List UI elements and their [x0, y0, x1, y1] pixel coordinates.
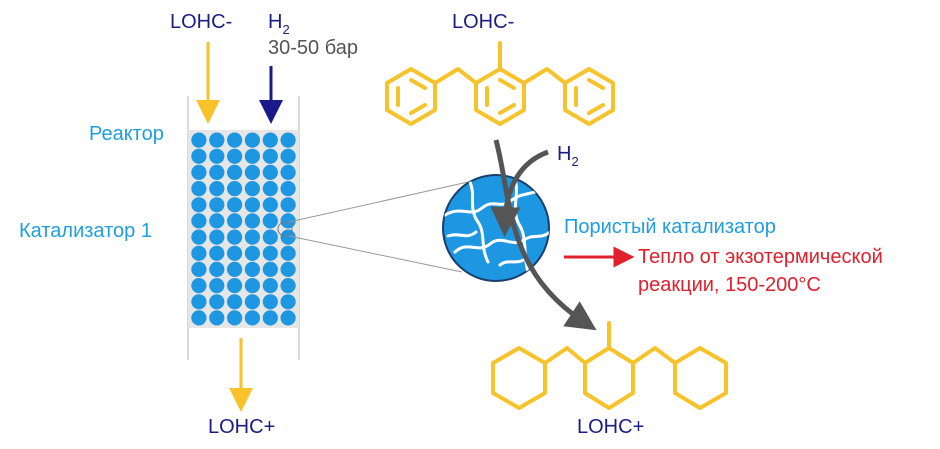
catalyst-bead: [227, 261, 243, 277]
catalyst-bead: [191, 229, 207, 245]
catalyst-bead: [262, 132, 278, 148]
catalyst-bead: [280, 261, 296, 277]
catalyst-bead: [280, 132, 296, 148]
catalyst-bead: [262, 164, 278, 180]
reactor-product-label: LOHC+: [208, 416, 275, 438]
catalyst-bead: [209, 213, 225, 229]
catalyst-bead: [280, 213, 296, 229]
catalyst-bed: [191, 132, 296, 326]
catalyst-bead: [244, 197, 260, 213]
catalyst-bead: [262, 294, 278, 310]
reactor-feed-lohc-label: LOHC-: [170, 11, 232, 33]
zoom-line-bottom: [288, 235, 463, 273]
catalyst-bead: [280, 181, 296, 197]
catalyst-bead: [209, 229, 225, 245]
catalyst-bead: [262, 310, 278, 326]
catalyst-bead: [262, 213, 278, 229]
catalyst-bead: [262, 278, 278, 294]
zoom-source-bead: [277, 221, 293, 237]
catalyst-bead: [191, 148, 207, 164]
catalyst-bead: [191, 181, 207, 197]
catalyst-bead: [191, 164, 207, 180]
catalyst-bead: [262, 181, 278, 197]
catalyst-bead: [191, 294, 207, 310]
catalyst-bead: [244, 278, 260, 294]
catalyst-bead: [227, 148, 243, 164]
catalyst-bead: [227, 245, 243, 261]
catalyst-bead: [280, 197, 296, 213]
catalyst-bead: [280, 148, 296, 164]
catalyst-bead: [227, 278, 243, 294]
catalyst-bead: [227, 294, 243, 310]
molecule-top-label: LOHC-: [452, 11, 514, 33]
catalyst-bead: [191, 245, 207, 261]
catalyst-bead: [209, 181, 225, 197]
catalyst-bead: [262, 229, 278, 245]
catalyst-bead: [244, 148, 260, 164]
catalyst-bead: [280, 229, 296, 245]
catalyst-bead: [191, 310, 207, 326]
catalyst-bead: [280, 310, 296, 326]
catalyst-1-label: Катализатор 1: [19, 220, 152, 242]
catalyst-bead: [262, 197, 278, 213]
catalyst-bead: [209, 294, 225, 310]
catalyst-bead: [227, 229, 243, 245]
catalyst-bead: [244, 181, 260, 197]
catalyst-bead: [191, 278, 207, 294]
porous-catalyst-particle: [442, 174, 550, 282]
catalyst-bead: [209, 261, 225, 277]
reactor-feed-pressure: 30-50 бар: [268, 37, 358, 59]
molecule-bottom-label: LOHC+: [577, 416, 644, 438]
lohc-minus-molecule: [385, 41, 615, 126]
catalyst-bead: [280, 164, 296, 180]
catalyst-bead: [209, 164, 225, 180]
porous-catalyst-label: Пористый катализатор: [564, 216, 776, 238]
lohc-plus-molecule: [491, 321, 728, 410]
catalyst-bead: [244, 245, 260, 261]
reactor-label: Реактор: [89, 123, 164, 145]
catalyst-bead: [244, 164, 260, 180]
catalyst-bead: [209, 278, 225, 294]
catalyst-bead: [227, 164, 243, 180]
catalyst-bead: [244, 132, 260, 148]
catalyst-bead: [244, 229, 260, 245]
catalyst-bead: [244, 261, 260, 277]
catalyst-bead: [227, 132, 243, 148]
catalyst-bead: [209, 310, 225, 326]
catalyst-bead: [209, 148, 225, 164]
catalyst-bead: [209, 197, 225, 213]
catalyst-bead: [244, 294, 260, 310]
particle-h2-label: H2: [557, 143, 579, 169]
catalyst-bead: [191, 197, 207, 213]
catalyst-bead: [227, 197, 243, 213]
catalyst-bead: [244, 213, 260, 229]
catalyst-bead: [280, 294, 296, 310]
catalyst-bead: [209, 132, 225, 148]
catalyst-bead: [227, 213, 243, 229]
catalyst-bead: [280, 278, 296, 294]
h2-uptake-arrow: [490, 149, 549, 237]
reactor-feed-h2-label: H2: [268, 11, 290, 37]
catalyst-bead: [280, 245, 296, 261]
heat-text-line2: реакции, 150-200°C: [638, 274, 821, 296]
catalyst-bead: [262, 261, 278, 277]
catalyst-bead: [191, 213, 207, 229]
catalyst-bead: [227, 181, 243, 197]
reactor-vessel: [187, 96, 300, 360]
catalyst-bead: [209, 245, 225, 261]
catalyst-bead: [262, 245, 278, 261]
heat-text-line1: Тепло от экзотермической: [638, 246, 883, 268]
catalyst-bead: [244, 310, 260, 326]
catalyst-bead: [262, 148, 278, 164]
catalyst-bead: [191, 132, 207, 148]
catalyst-bead: [227, 310, 243, 326]
zoom-line-top: [288, 181, 469, 223]
catalyst-bead: [191, 261, 207, 277]
